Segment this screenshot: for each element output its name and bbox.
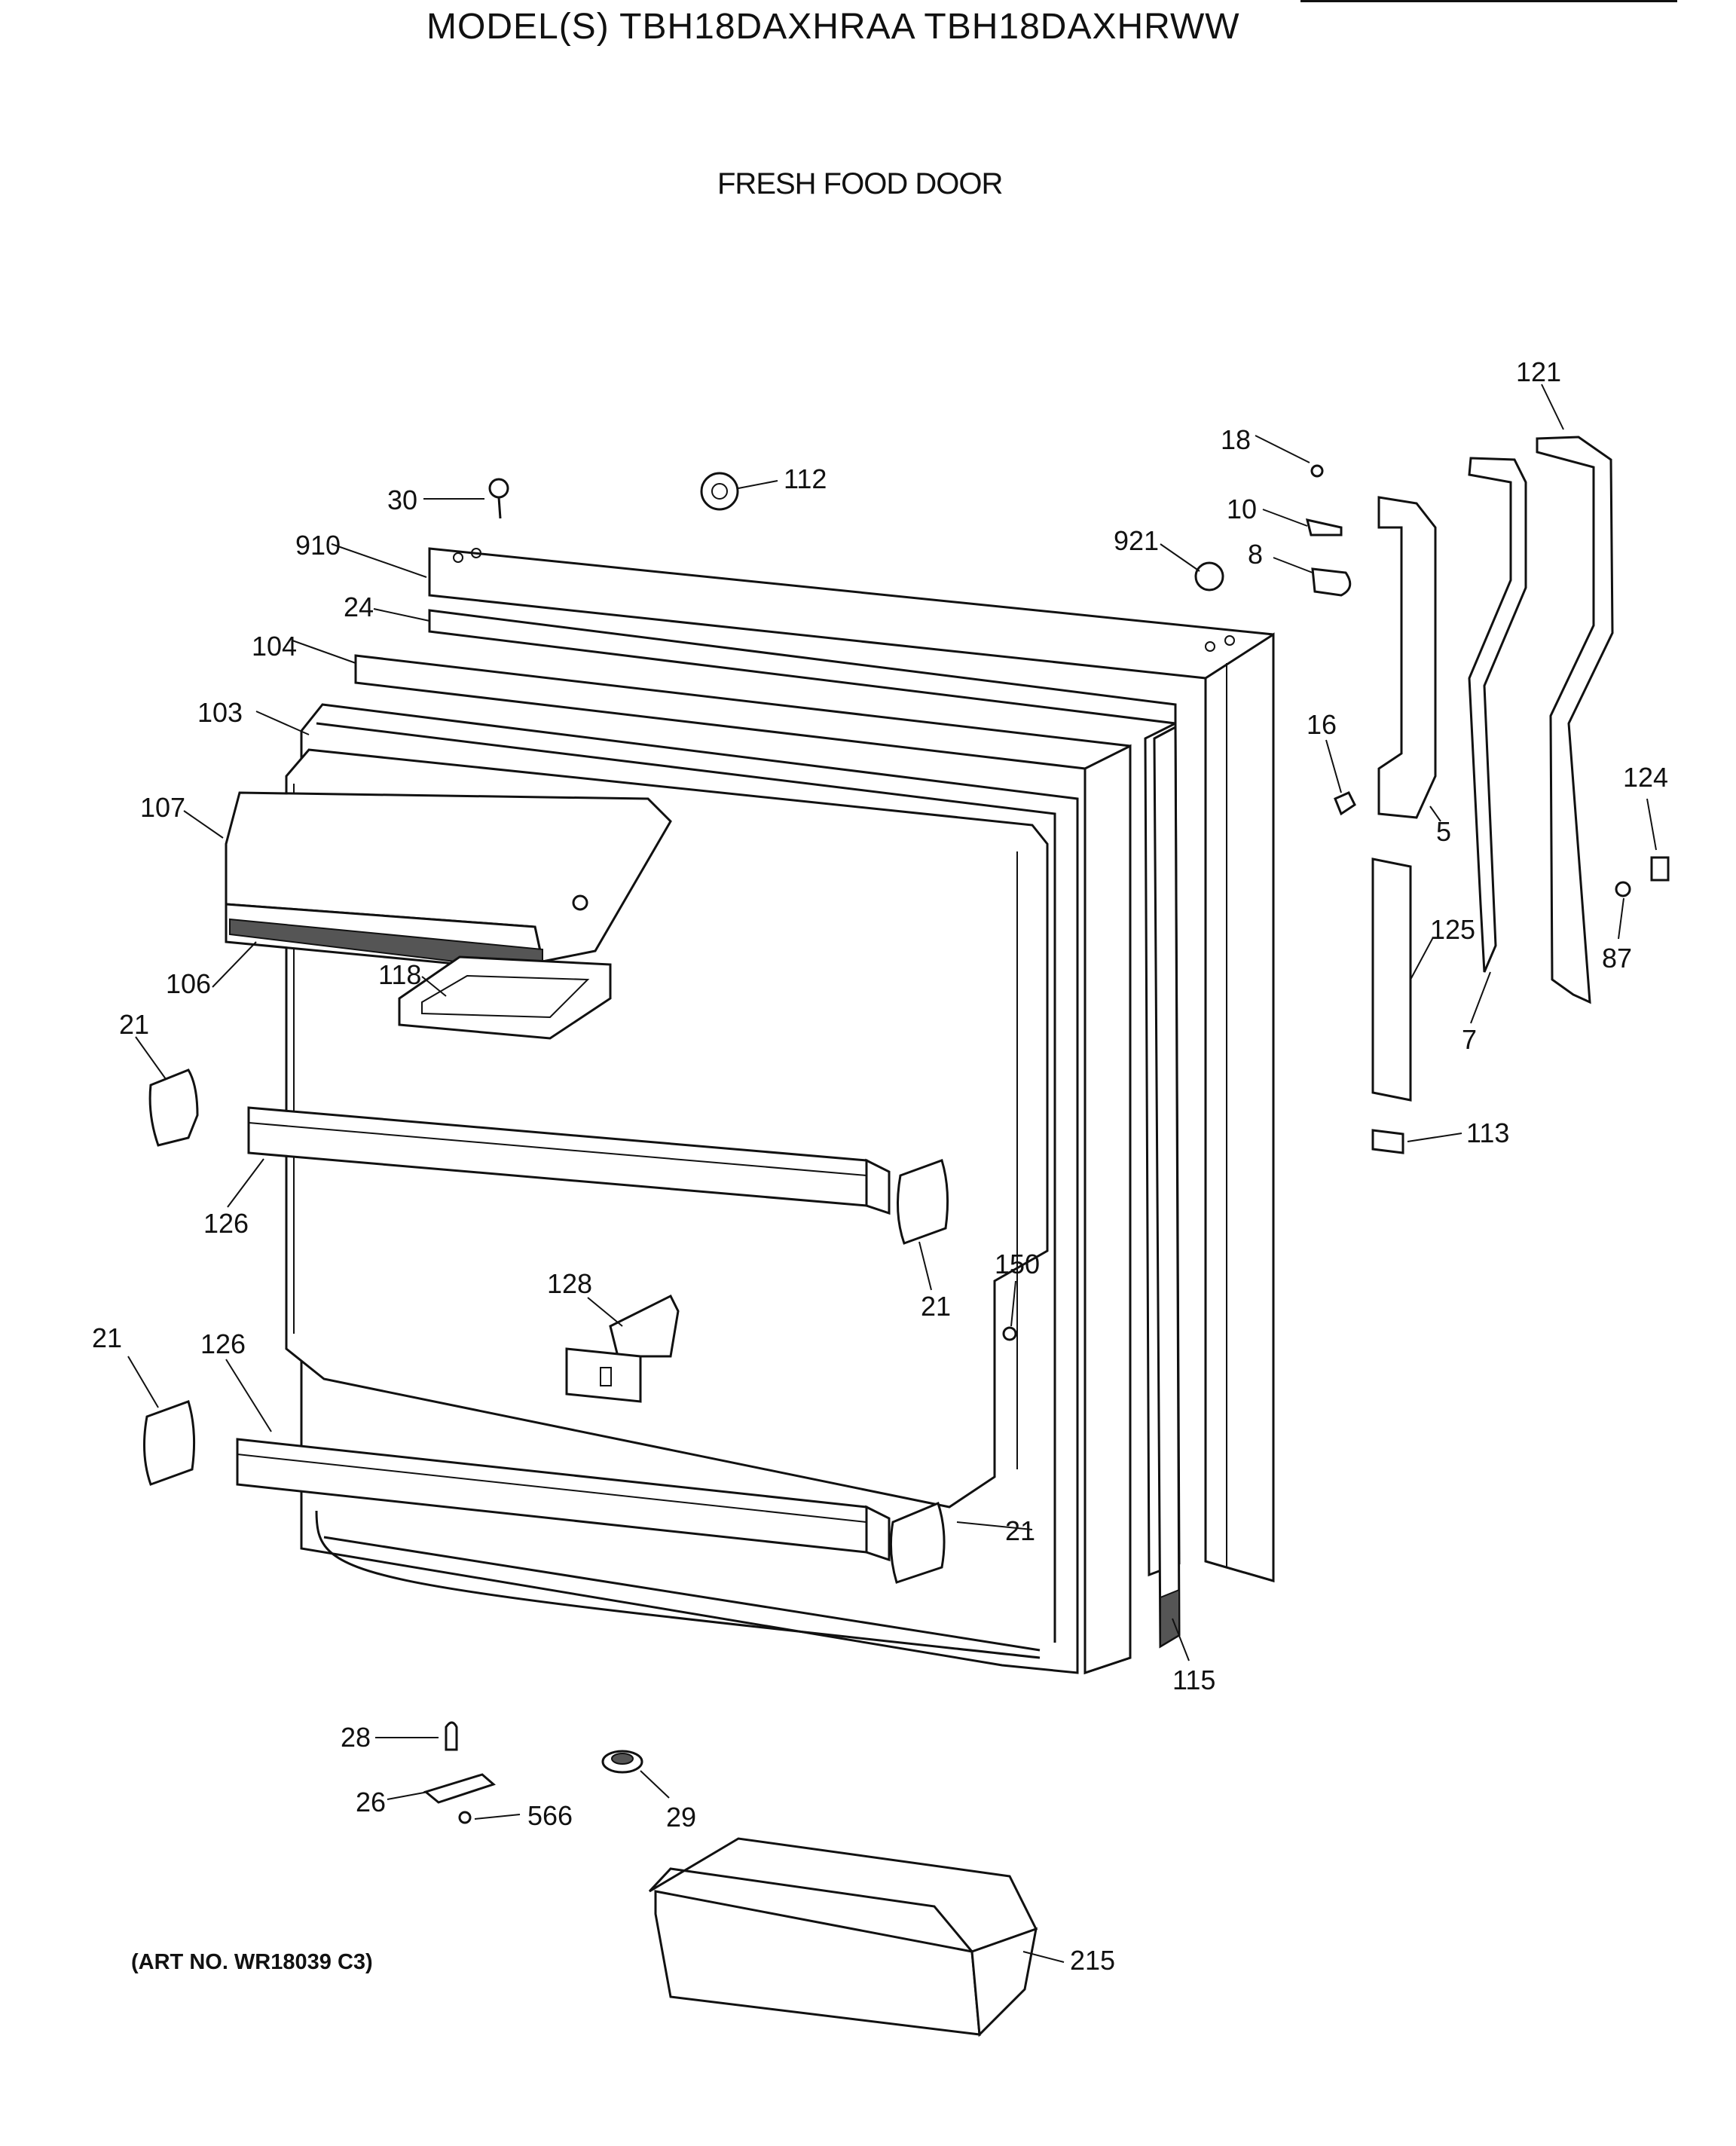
callout-121: 121	[1516, 356, 1561, 387]
hinge-assembly	[1002, 436, 1670, 1341]
callout-566: 566	[527, 1800, 573, 1831]
callout-115: 115	[1172, 1665, 1215, 1695]
bar-retainer	[565, 1294, 680, 1403]
callout-910: 910	[295, 530, 341, 561]
section-title: FRESH FOOD DOOR	[717, 167, 1003, 200]
butter-tray	[398, 955, 612, 1040]
callout-128: 128	[547, 1268, 592, 1299]
callout-21-lower-left: 21	[92, 1322, 122, 1353]
callout-labels: 121 18 10 921 8 30 112 910 24 104 103 10…	[92, 356, 1668, 1976]
callout-16: 16	[1307, 709, 1337, 740]
callout-87: 87	[1602, 943, 1632, 974]
callout-26: 26	[356, 1787, 386, 1817]
callout-104: 104	[252, 631, 297, 662]
art-number: (ART NO. WR18039 C3)	[131, 1950, 373, 1974]
callout-112: 112	[784, 463, 827, 494]
upper-shelf-bar	[247, 1106, 891, 1215]
callout-103: 103	[197, 697, 243, 728]
model-title: MODEL(S) TBH18DAXHRAA TBH18DAXHRWW	[426, 7, 1240, 47]
callout-126-lower: 126	[200, 1328, 246, 1359]
callout-124: 124	[1623, 762, 1668, 793]
callout-118: 118	[378, 959, 421, 990]
callout-107: 107	[140, 792, 185, 823]
callout-18: 18	[1221, 424, 1251, 455]
door-outer-shell	[428, 547, 1275, 1582]
callout-28: 28	[341, 1722, 371, 1753]
top-small-parts	[488, 472, 739, 519]
callout-24: 24	[344, 592, 374, 622]
callout-10: 10	[1227, 494, 1257, 524]
callout-5: 5	[1436, 816, 1451, 847]
shelf-end-caps	[142, 1068, 949, 1584]
callout-150: 150	[995, 1249, 1040, 1279]
breaker-strip	[354, 654, 1132, 1675]
callout-21-upper-left: 21	[119, 1009, 149, 1040]
leader-lines	[127, 384, 1657, 1963]
callout-921: 921	[1114, 525, 1159, 556]
callout-126-upper: 126	[203, 1208, 249, 1239]
callout-8: 8	[1248, 539, 1263, 570]
bottom-small-parts	[423, 1721, 1038, 2037]
callout-106: 106	[166, 968, 211, 999]
callout-125: 125	[1430, 914, 1475, 945]
callout-21-upper-right: 21	[921, 1291, 951, 1322]
callout-29: 29	[666, 1802, 696, 1833]
callout-30: 30	[387, 485, 417, 515]
dairy-compartment-door	[225, 791, 672, 974]
callout-113: 113	[1466, 1117, 1509, 1148]
side-gasket	[1153, 725, 1181, 1649]
callout-215: 215	[1070, 1945, 1115, 1976]
lower-shelf-bar	[236, 1438, 891, 1562]
callout-21-lower-right: 21	[1005, 1515, 1035, 1546]
header-rule	[1300, 0, 1677, 2]
callout-7: 7	[1462, 1024, 1477, 1055]
